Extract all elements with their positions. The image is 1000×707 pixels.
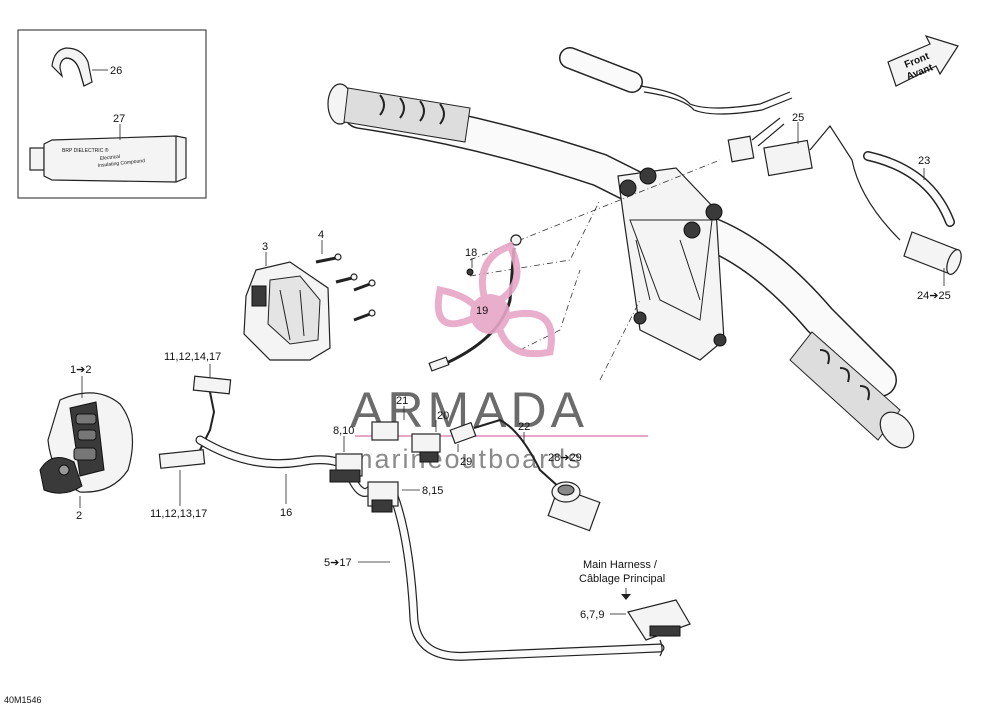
callout-3: 3	[262, 241, 268, 253]
part-18-screw	[466, 268, 474, 276]
callout-1-2: 1➔2	[70, 364, 91, 376]
main-harness-arrow-icon	[621, 594, 631, 600]
callout-28-29: 28➔29	[548, 452, 582, 464]
callout-8-15: 8,15	[422, 485, 443, 497]
callout-22: 22	[518, 421, 530, 433]
callout-24-25: 24➔25	[917, 290, 951, 302]
callout-2: 2	[76, 510, 82, 522]
part-8-10-connector	[329, 453, 363, 483]
part-23-cable-sleeve	[863, 151, 955, 227]
main-harness-label-fr: Câblage Principal	[579, 573, 665, 585]
tube-label-line3: Insulating Compound	[98, 158, 146, 169]
part-21-connector	[371, 421, 399, 441]
part-29-connector	[449, 418, 561, 489]
part-24-grip-tube	[903, 231, 962, 275]
callout-26: 26	[110, 65, 122, 77]
callout-5-17: 5➔17	[324, 557, 352, 569]
accessory-inset: 26 BRP DIELECTRIC ® Electrical Insulatin…	[17, 29, 207, 199]
watermark-subtitle: marineoutboards	[350, 444, 583, 474]
callout-25: 25	[792, 112, 804, 124]
left-grip	[327, 83, 471, 143]
callout-20: 20	[437, 410, 449, 422]
handlebar-riser	[617, 167, 727, 361]
part-20-connector	[411, 433, 441, 463]
callout-21: 21	[396, 395, 408, 407]
part-22-switch	[547, 481, 601, 532]
main-harness-label-en: Main Harness /	[583, 559, 658, 571]
handlebar	[327, 83, 915, 449]
right-grip	[789, 331, 915, 449]
tube-label-line2: Electrical	[100, 154, 121, 162]
callout-23: 23	[918, 155, 930, 167]
part-3-housing	[243, 261, 331, 361]
document-code: 40M1546	[4, 695, 42, 705]
part-4-screws	[315, 253, 376, 322]
part-11-12-14-17-connector	[192, 375, 232, 451]
watermark-propeller-logo	[434, 241, 555, 358]
callout-16: 16	[280, 507, 292, 519]
callout-27: 27	[113, 113, 125, 125]
part-1-2-switch-housing	[39, 392, 134, 494]
part-27-compound-tube: BRP DIELECTRIC ® Electrical Insulating C…	[29, 135, 187, 183]
callout-18: 18	[465, 247, 477, 259]
part-26-clip	[51, 47, 93, 87]
callout-29: 29	[460, 456, 472, 468]
callout-19: 19	[476, 305, 488, 317]
tube-label-brand: BRP DIELECTRIC ®	[62, 147, 109, 154]
part-16-harness	[195, 435, 665, 661]
callout-11-12-13-17: 11,12,13,17	[150, 508, 207, 520]
part-8-15-connector	[367, 481, 399, 513]
callout-8-10: 8,10	[333, 425, 354, 437]
part-6-7-9-main-connector	[627, 599, 691, 657]
front-direction-arrow: Front Avant	[887, 35, 959, 87]
part-25-connectors	[727, 117, 901, 241]
callout-4: 4	[318, 229, 324, 241]
callout-6-7-9: 6,7,9	[580, 609, 604, 621]
part-11-12-13-17-connector	[158, 449, 206, 469]
callout-11-12-14-17: 11,12,14,17	[164, 351, 221, 363]
top-cable	[559, 47, 793, 115]
